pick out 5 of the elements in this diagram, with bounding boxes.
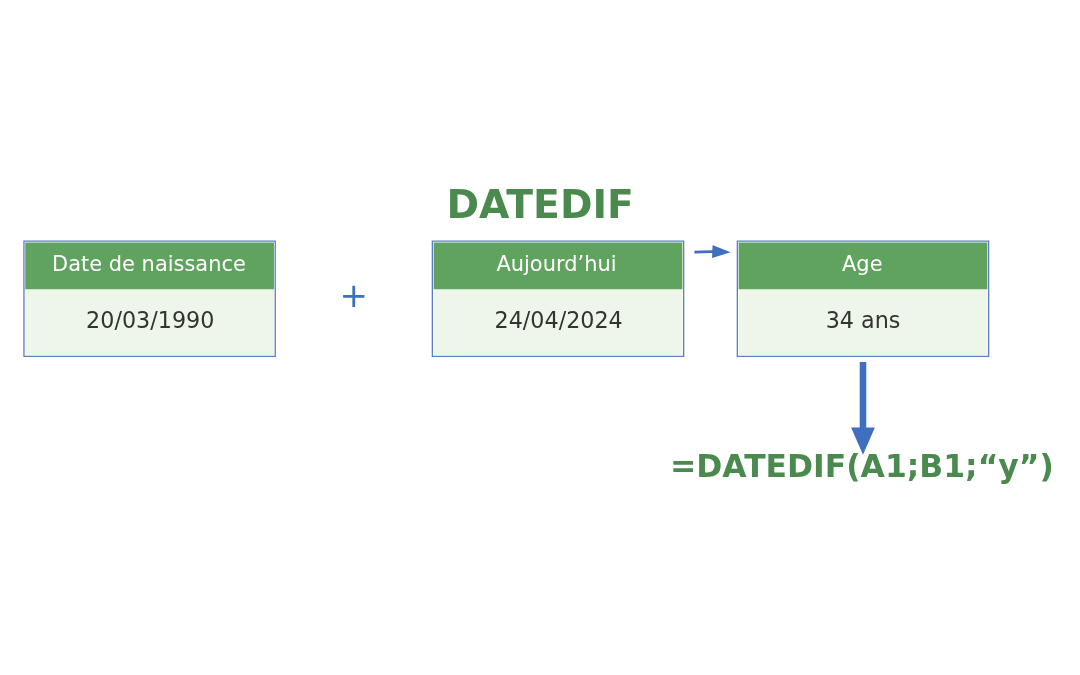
diagram-title: DATEDIF bbox=[446, 181, 634, 227]
node-text: =DATEDIF(A1;B1;“y”) bbox=[669, 447, 1054, 484]
arrow bbox=[694, 244, 731, 258]
arrow bbox=[851, 361, 875, 455]
label: + bbox=[339, 274, 369, 315]
